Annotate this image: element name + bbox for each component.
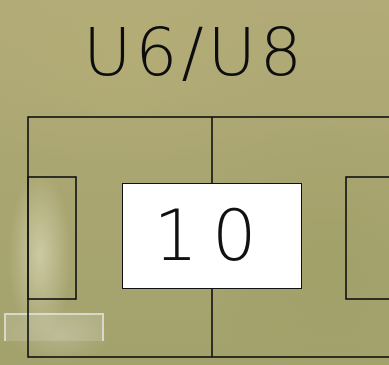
field-number: 10 [153,195,270,277]
right-penalty-area [346,177,389,299]
page-title: U6/U8 [0,14,389,92]
left-penalty-area [28,177,76,299]
field-number-box: 10 [122,183,302,289]
